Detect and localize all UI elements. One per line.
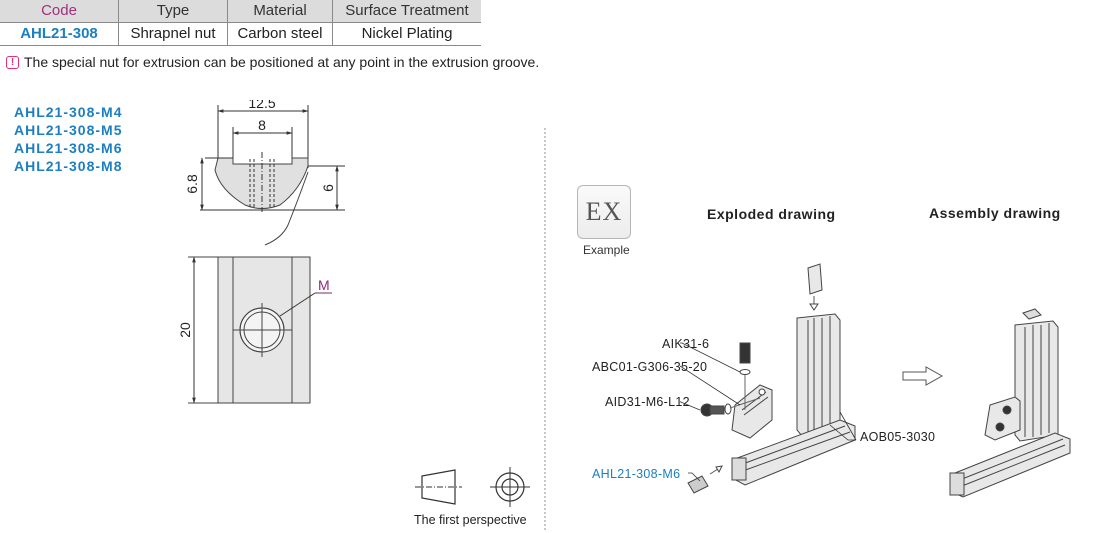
exclamation-box-icon: ! bbox=[6, 55, 19, 69]
cell-material: Carbon steel bbox=[227, 22, 333, 46]
header-surface-treatment: Surface Treatment bbox=[345, 2, 469, 19]
header-code: Code bbox=[0, 0, 119, 23]
header-material: Material bbox=[227, 0, 333, 23]
cell-code: AHL21-308 bbox=[0, 22, 119, 46]
thread-label: M bbox=[318, 277, 330, 293]
example-badge: EX bbox=[577, 185, 631, 239]
dim-height-left: 6.8 bbox=[184, 174, 200, 194]
dim-inner-width: 8 bbox=[258, 117, 266, 133]
top-view bbox=[188, 256, 332, 404]
callout-nut: AHL21-308-M6 bbox=[592, 467, 681, 481]
variant-item: AHL21-308-M4 bbox=[14, 104, 123, 120]
table-row: AHL21-308 Shrapnel nut Carbon steel Nick… bbox=[0, 22, 481, 46]
header-type: Type bbox=[118, 0, 228, 23]
variant-item: AHL21-308-M8 bbox=[14, 158, 123, 174]
nut-top-icon bbox=[807, 263, 823, 295]
callout-screw: AIK31-6 bbox=[662, 337, 710, 351]
assembly-drawing bbox=[949, 308, 1071, 498]
dim-length: 20 bbox=[177, 322, 193, 338]
callout-profile: AOB05-3030 bbox=[860, 430, 936, 444]
first-angle-projection-icon bbox=[415, 467, 530, 507]
section-divider bbox=[544, 128, 546, 530]
cell-surface-treatment: Nickel Plating bbox=[361, 25, 453, 42]
projection-label: The first perspective bbox=[414, 513, 527, 527]
spec-table-header-row: Code Type Material Surface Treatment bbox=[0, 0, 481, 23]
arrow-right-icon bbox=[902, 366, 944, 386]
cell-type: Shrapnel nut bbox=[118, 22, 228, 46]
callout-bracket: ABC01-G306-35-20 bbox=[592, 360, 708, 374]
note-text: The special nut for extrusion can be pos… bbox=[24, 54, 540, 70]
variant-item: AHL21-308-M5 bbox=[14, 122, 123, 138]
spec-table: Code Type Material Surface Treatment AHL… bbox=[0, 0, 481, 46]
example-label: Example bbox=[583, 243, 630, 257]
example-badge-text: EX bbox=[585, 197, 623, 226]
exploded-drawing-title: Exploded drawing bbox=[707, 206, 836, 222]
variant-list: AHL21-308-M4 AHL21-308-M5 AHL21-308-M6 A… bbox=[14, 103, 122, 175]
dim-height-right: 6 bbox=[320, 184, 336, 192]
note: ! The special nut for extrusion can be p… bbox=[6, 54, 539, 70]
assembly-drawing-title: Assembly drawing bbox=[929, 205, 1061, 221]
dim-overall-width: 12.5 bbox=[248, 100, 275, 111]
front-view bbox=[200, 105, 345, 246]
exploded-drawing bbox=[680, 263, 857, 494]
variant-item: AHL21-308-M6 bbox=[14, 140, 123, 156]
callout-bolt: AID31-M6-L12 bbox=[605, 395, 690, 409]
technical-drawing: 12.5 8 6.8 6 20 M bbox=[177, 100, 345, 404]
